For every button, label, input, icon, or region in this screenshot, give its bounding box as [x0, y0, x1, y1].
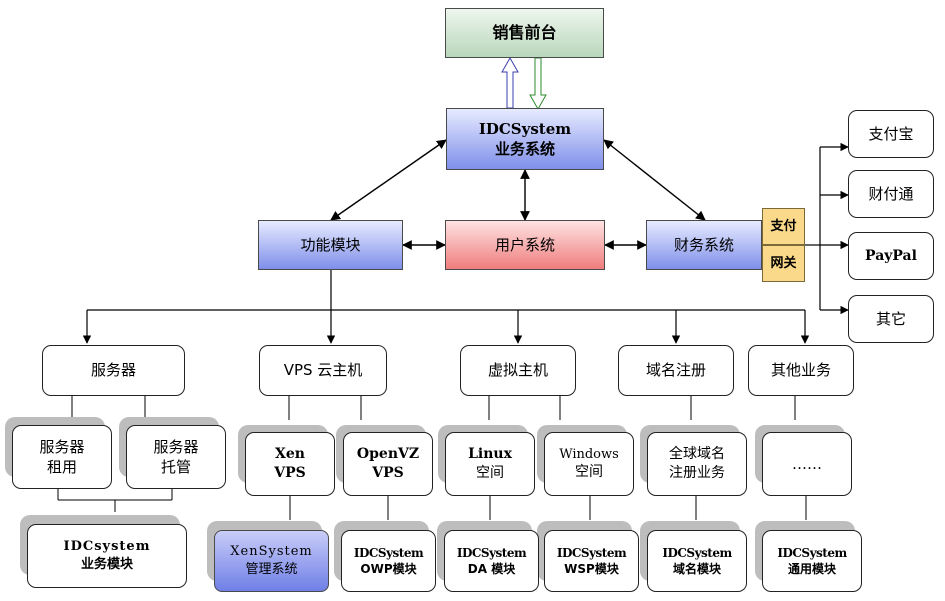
finance-system-label: 财务系统 [673, 235, 734, 254]
openvz-vps-line2: VPS [372, 465, 404, 481]
payment-alipay-label: 支付宝 [868, 124, 914, 143]
pay-gateway-bottom-label: 网关 [770, 255, 797, 271]
pay-gateway-top-label: 支付 [770, 218, 797, 234]
function-module-box: 功能模块 [258, 220, 403, 270]
domain-module-box: IDCSystem 域名模块 [647, 530, 747, 592]
ellipsis-label: …… [792, 454, 822, 473]
category-domain: 域名注册 [618, 345, 734, 396]
xensystem-line2: 管理系统 [245, 562, 298, 577]
windows-space-box: Windows 空间 [544, 432, 634, 496]
payment-other: 其它 [848, 295, 934, 343]
windows-space-line2: 空间 [575, 464, 603, 481]
server-rental-line2: 租用 [46, 458, 77, 476]
openvz-vps-line1: OpenVZ [356, 446, 420, 463]
general-module-line1: IDCSystem [777, 545, 847, 560]
idc-finance-connector [603, 139, 706, 221]
category-server: 服务器 [42, 345, 185, 396]
category-server-label: 服务器 [90, 361, 136, 380]
server-hosting-line1: 服务器 [153, 437, 199, 456]
user-system-box: 用户系统 [445, 220, 605, 270]
payment-paypal-label: PayPal [865, 247, 917, 264]
payment-tenpay: 财付通 [848, 170, 934, 218]
xen-vps-line2: VPS [274, 465, 306, 481]
idcsystem-box: IDCSystem 业务系统 [446, 108, 604, 170]
category-other-business: 其他业务 [748, 345, 854, 396]
ellipsis-box: …… [762, 432, 852, 496]
idcsystem-subtitle: 业务系统 [494, 140, 555, 158]
sub-connectors [57, 396, 807, 520]
pay-gateway-top: 支付 [762, 208, 805, 245]
da-module-box: IDCSystem DA 模块 [444, 530, 539, 592]
category-domain-label: 域名注册 [645, 361, 706, 380]
idcsystem-title: IDCSystem [478, 119, 572, 138]
server-hosting-line2: 托管 [160, 458, 191, 476]
owp-module-line1: IDCSystem [353, 545, 424, 560]
idc-business-module-line1: IDCsystem [63, 539, 151, 555]
global-domain-line1: 全球域名 [669, 446, 725, 463]
wsp-module-line2: WSP模块 [564, 562, 619, 576]
idc-business-module-line2: 业务模块 [80, 557, 133, 572]
da-module-line1: IDCSystem [456, 545, 527, 560]
down-hollow-arrow [529, 57, 547, 111]
category-vps: VPS 云主机 [259, 345, 387, 396]
idc-func-connector [330, 139, 447, 221]
payment-paypal: PayPal [848, 232, 934, 280]
windows-space-line1: Windows [559, 446, 619, 462]
owp-module-box: IDCSystem OWP模块 [341, 530, 436, 592]
linux-space-box: Linux 空间 [445, 432, 535, 496]
linux-space-line1: Linux [468, 446, 512, 463]
server-rental-line1: 服务器 [39, 437, 85, 456]
xen-vps-box: Xen VPS [245, 432, 335, 496]
category-vps-label: VPS 云主机 [283, 361, 363, 380]
general-module-line2: 通用模块 [787, 562, 836, 576]
xensystem-box: XenSystem 管理系统 [214, 530, 329, 592]
sales-label: 销售前台 [492, 23, 557, 43]
global-domain-box: 全球域名 注册业务 [647, 432, 747, 496]
payment-tenpay-label: 财付通 [868, 184, 914, 203]
linux-space-line2: 空间 [476, 465, 504, 481]
openvz-vps-box: OpenVZ VPS [343, 432, 433, 496]
idc-business-module-box: IDCsystem 业务模块 [27, 524, 187, 588]
domain-module-line2: 域名模块 [672, 562, 721, 576]
da-module-line2: DA 模块 [467, 562, 516, 576]
finance-system-box: 财务系统 [646, 220, 762, 270]
domain-module-line1: IDCSystem [662, 545, 732, 560]
server-hosting-box: 服务器 托管 [126, 425, 226, 489]
xen-vps-line1: Xen [275, 446, 305, 463]
payment-other-label: 其它 [875, 309, 906, 328]
category-vhost-label: 虚拟主机 [487, 361, 548, 380]
payment-alipay: 支付宝 [848, 110, 934, 158]
pay-gateway-bottom: 网关 [762, 245, 805, 282]
wsp-module-box: IDCSystem WSP模块 [544, 530, 639, 592]
wsp-module-line1: IDCSystem [556, 545, 627, 560]
function-module-label: 功能模块 [300, 235, 361, 254]
general-module-box: IDCSystem 通用模块 [762, 530, 862, 592]
sales-frontend-box: 销售前台 [445, 8, 604, 58]
xensystem-line1: XenSystem [230, 544, 313, 560]
server-rental-box: 服务器 租用 [12, 425, 112, 489]
user-system-label: 用户系统 [494, 235, 555, 254]
up-hollow-arrow [501, 56, 519, 109]
global-domain-line2: 注册业务 [669, 465, 725, 481]
category-other-business-label: 其他业务 [770, 361, 831, 380]
owp-module-line2: OWP模块 [360, 562, 417, 576]
category-vhost: 虚拟主机 [460, 345, 576, 396]
